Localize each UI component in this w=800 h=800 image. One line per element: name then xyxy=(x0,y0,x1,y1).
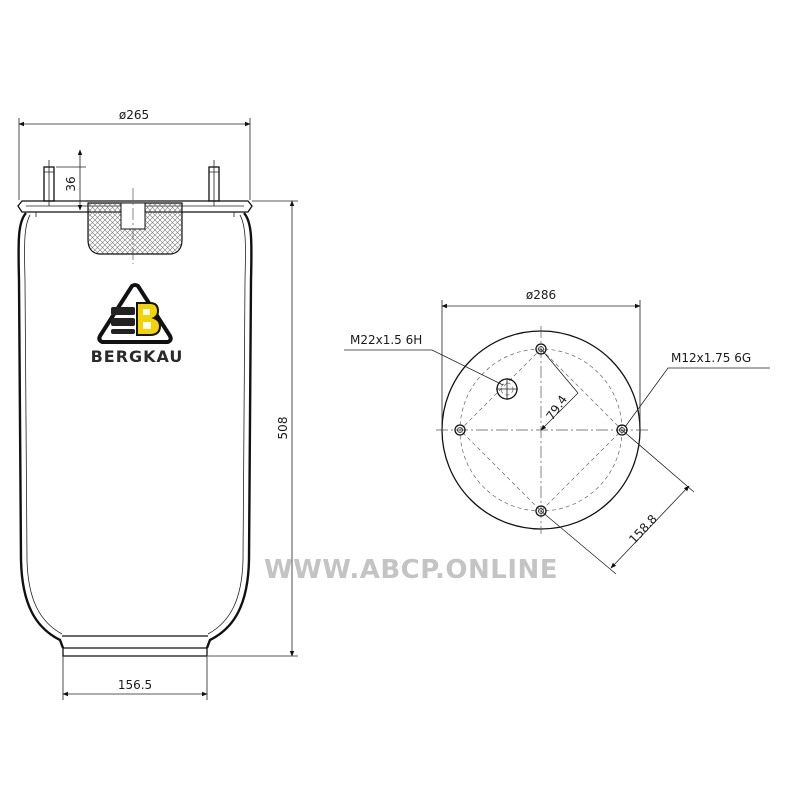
stud-height-label: 36 xyxy=(64,176,78,191)
air-port xyxy=(496,378,518,400)
bolt-circle-label: 158.8 xyxy=(626,512,660,547)
stud-offset-label: 79.4 xyxy=(543,393,570,423)
top-diameter-label: ø265 xyxy=(119,108,149,122)
bottom-width-label: 156.5 xyxy=(118,678,152,692)
watermark: WWW.ABCP.ONLINE xyxy=(264,555,558,585)
stud-right xyxy=(208,160,220,206)
piston-base xyxy=(62,635,208,657)
plate-diameter-label: ø286 xyxy=(526,288,556,302)
top-plate xyxy=(17,200,253,213)
stud-hole-right xyxy=(616,424,628,436)
air-port-thread-label: M22x1.5 6H xyxy=(350,333,422,347)
brand-name: BERGKAU xyxy=(91,347,184,366)
stud-hole-top xyxy=(535,343,547,355)
stud-hole-left xyxy=(454,424,466,436)
side-view: ø265 36 508 156.5 BERGKAU xyxy=(17,108,298,700)
bergkau-logo xyxy=(97,283,173,344)
height-label: 508 xyxy=(276,417,290,440)
stud-left xyxy=(43,160,55,206)
top-view: ø286 79.4 158.8 M22x1.5 6H M12x1.75 6G xyxy=(344,288,770,575)
logo-b-mark xyxy=(136,302,162,336)
bellows xyxy=(17,212,65,649)
stud-hole-bottom xyxy=(535,505,547,517)
stud-thread-label: M12x1.75 6G xyxy=(671,351,751,365)
